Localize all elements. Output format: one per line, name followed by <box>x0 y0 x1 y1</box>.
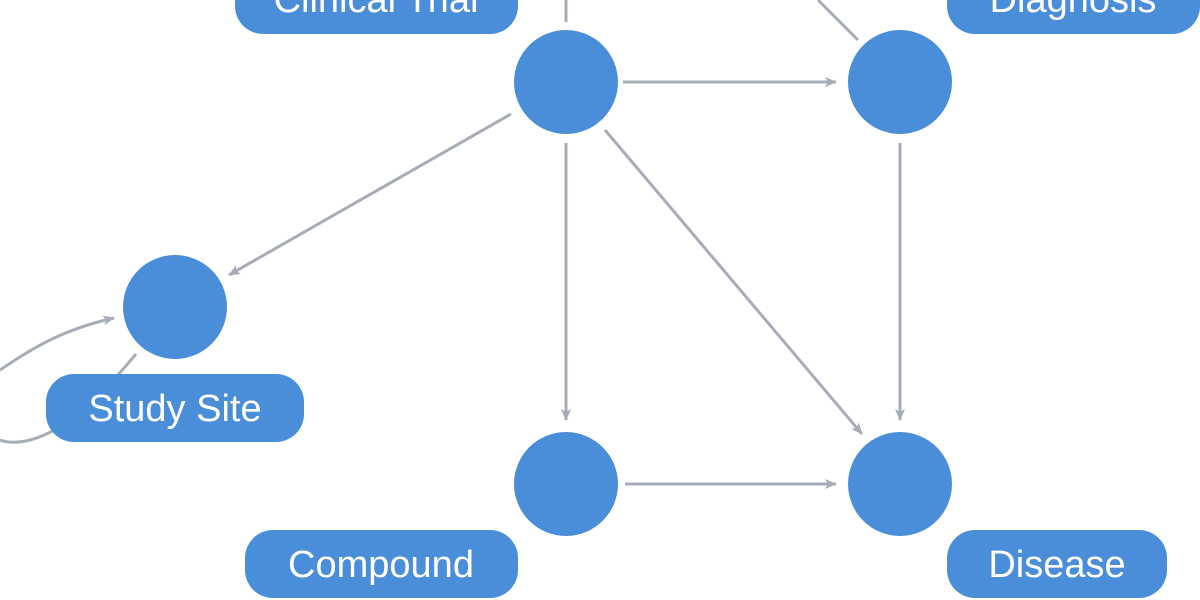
label-clinical-trial-text: Clinical Trial <box>274 0 479 21</box>
edge-clinical-trial-to-disease <box>603 129 864 435</box>
label-diagnosis-text: Diagnosis <box>990 0 1157 21</box>
label-diagnosis[interactable]: Diagnosis <box>947 0 1200 34</box>
node-clinical-trial[interactable] <box>514 30 618 134</box>
node-study-site[interactable] <box>123 255 227 359</box>
node-compound[interactable] <box>514 432 618 536</box>
label-clinical-trial[interactable]: Clinical Trial <box>235 0 518 34</box>
nodes <box>123 30 952 536</box>
edges <box>0 0 905 489</box>
edge-clinical-trial-to-study-site <box>228 112 512 277</box>
label-compound-text: Compound <box>288 544 474 586</box>
node-disease[interactable] <box>848 432 952 536</box>
labels: Clinical Trial Diagnosis Study Site Comp… <box>46 0 1200 598</box>
edge-from-top-to-diagnosis <box>816 0 860 42</box>
label-disease[interactable]: Disease <box>947 530 1167 598</box>
label-study-site[interactable]: Study Site <box>46 374 304 442</box>
label-study-site-text: Study Site <box>88 388 261 430</box>
label-compound[interactable]: Compound <box>245 530 518 598</box>
label-disease-text: Disease <box>988 544 1125 586</box>
node-diagnosis[interactable] <box>848 30 952 134</box>
